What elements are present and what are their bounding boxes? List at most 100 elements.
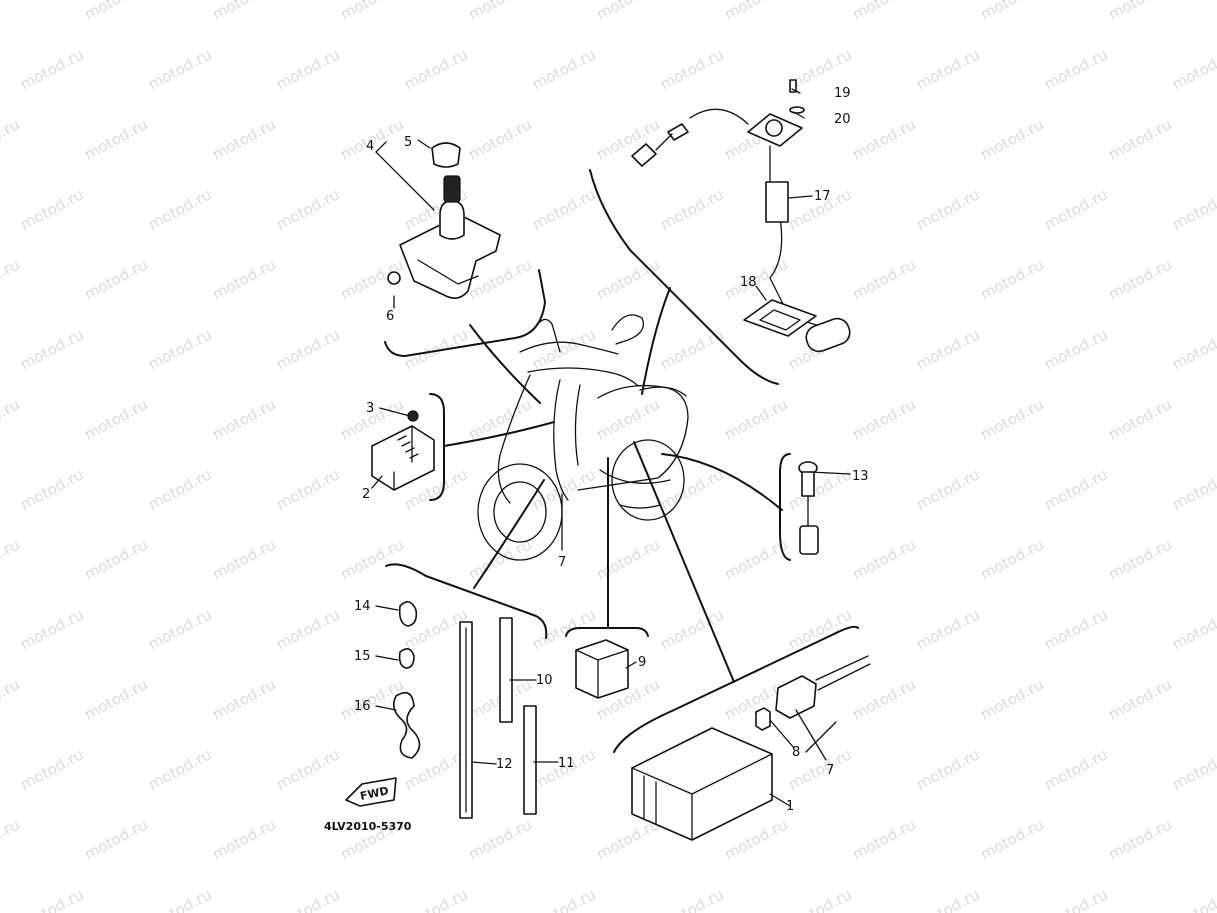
watermark-text: motod.ru (913, 185, 982, 233)
drawing-code: 4LV2010-5370 (324, 820, 412, 833)
watermark-text: motod.ru (529, 45, 598, 93)
watermark-text: motod.ru (1169, 605, 1217, 653)
watermark-text: motod.ru (273, 45, 342, 93)
callout-5: 5 (404, 135, 412, 150)
watermark-text: motod.ru (0, 255, 23, 303)
watermark-text: motod.ru (17, 885, 86, 913)
watermark-text: motod.ru (657, 605, 726, 653)
watermark-text: motod.ru (1169, 325, 1217, 373)
watermark-text: motod.ru (1169, 45, 1217, 93)
watermark-text: motod.ru (1041, 745, 1110, 793)
watermark-text: motod.ru (401, 325, 470, 373)
watermark-text: motod.ru (209, 0, 278, 24)
watermark-text: motod.ru (721, 395, 790, 443)
callout-13: 13 (852, 469, 869, 484)
callout-15: 15 (354, 649, 371, 664)
watermark-text: motod.ru (1041, 45, 1110, 93)
watermark-text: motod.ru (849, 115, 918, 163)
watermark-text: motod.ru (593, 0, 662, 24)
watermark-text: motod.ru (209, 675, 278, 723)
watermark-text: motod.ru (273, 745, 342, 793)
callout-12: 12 (496, 757, 513, 772)
watermark-text: motod.ru (529, 885, 598, 913)
watermark-text: motod.ru (337, 0, 406, 24)
watermark-text: motod.ru (273, 325, 342, 373)
watermark-text: motod.ru (0, 395, 23, 443)
watermark-text: motod.ru (401, 885, 470, 913)
watermark-text: motod.ru (1041, 185, 1110, 233)
watermark-text: motod.ru (145, 45, 214, 93)
main-switch-assembly (387, 142, 501, 299)
watermark-text: motod.ru (273, 605, 342, 653)
watermark-text: motod.ru (849, 675, 918, 723)
watermark-text: motod.ru (721, 0, 790, 24)
watermark-text: motod.ru (977, 815, 1046, 863)
watermark-text: motod.ru (1169, 745, 1217, 793)
watermark-text: motod.ru (977, 675, 1046, 723)
watermark-text: motod.ru (17, 605, 86, 653)
watermark-text: motod.ru (849, 395, 918, 443)
watermark-text: motod.ru (0, 815, 23, 863)
watermark-text: motod.ru (1041, 605, 1110, 653)
callout-8: 8 (792, 745, 800, 760)
watermark-text: motod.ru (1041, 325, 1110, 373)
watermark-text: motod.ru (1041, 465, 1110, 513)
watermark-text: motod.ru (913, 745, 982, 793)
watermark-text: motod.ru (593, 255, 662, 303)
watermark-text: motod.ru (657, 465, 726, 513)
watermark-text: motod.ru (0, 0, 23, 24)
watermark-text: motod.ru (657, 325, 726, 373)
scooter-outline (477, 314, 689, 561)
watermark-text: motod.ru (401, 45, 470, 93)
watermark-text: motod.ru (1169, 185, 1217, 233)
watermark-text: motod.ru (17, 465, 86, 513)
watermark-text: motod.ru (17, 325, 86, 373)
watermark-text: motod.ru (913, 605, 982, 653)
watermark-text: motod.ru (913, 325, 982, 373)
watermark-text: motod.ru (0, 675, 23, 723)
rectifier-regulator (371, 410, 435, 491)
watermark-text: motod.ru (1105, 535, 1174, 583)
watermark-text: motod.ru (1169, 885, 1217, 913)
callout-numbers: 1 2 3 4 5 6 7 7 8 9 10 11 12 13 14 15 16… (354, 86, 869, 814)
callout-14: 14 (354, 599, 371, 614)
watermark-text: motod.ru (657, 185, 726, 233)
watermark-text: motod.ru (529, 465, 598, 513)
watermark-text: motod.ru (529, 325, 598, 373)
cdi-unit (631, 655, 871, 841)
watermark-text: motod.ru (145, 185, 214, 233)
watermark-text: motod.ru (81, 0, 150, 24)
watermark-text: motod.ru (273, 185, 342, 233)
watermark-text: motod.ru (209, 395, 278, 443)
watermark-text: motod.ru (465, 815, 534, 863)
watermark-text: motod.ru (81, 535, 150, 583)
watermark-text: motod.ru (529, 185, 598, 233)
watermark-text: motod.ru (849, 535, 918, 583)
watermark-text: motod.ru (849, 815, 918, 863)
callout-11: 11 (558, 756, 575, 771)
watermark-text: motod.ru (977, 535, 1046, 583)
watermark-text: motod.ru (17, 45, 86, 93)
watermark-text: motod.ru (81, 255, 150, 303)
watermark-text: motod.ru (81, 395, 150, 443)
watermark-text: motod.ru (913, 885, 982, 913)
watermark-text: motod.ru (145, 465, 214, 513)
watermark-text: motod.ru (0, 535, 23, 583)
watermark-text: motod.ru (1105, 0, 1174, 24)
watermark-text: motod.ru (1041, 885, 1110, 913)
watermark-text: motod.ru (913, 465, 982, 513)
watermark-text: motod.ru (337, 535, 406, 583)
watermark-text: motod.ru (273, 885, 342, 913)
callout-3: 3 (366, 401, 374, 416)
watermark-text: motod.ru (849, 255, 918, 303)
watermark-text: motod.ru (145, 885, 214, 913)
watermark-text: motod.ru (81, 815, 150, 863)
watermark-text: motod.ru (1105, 255, 1174, 303)
watermark-text: motod.ru (17, 745, 86, 793)
watermark-text: motod.ru (721, 815, 790, 863)
watermark-text: motod.ru (209, 115, 278, 163)
watermark-text: motod.ru (1105, 815, 1174, 863)
leader-lines (384, 169, 859, 753)
watermark-text: motod.ru (17, 185, 86, 233)
